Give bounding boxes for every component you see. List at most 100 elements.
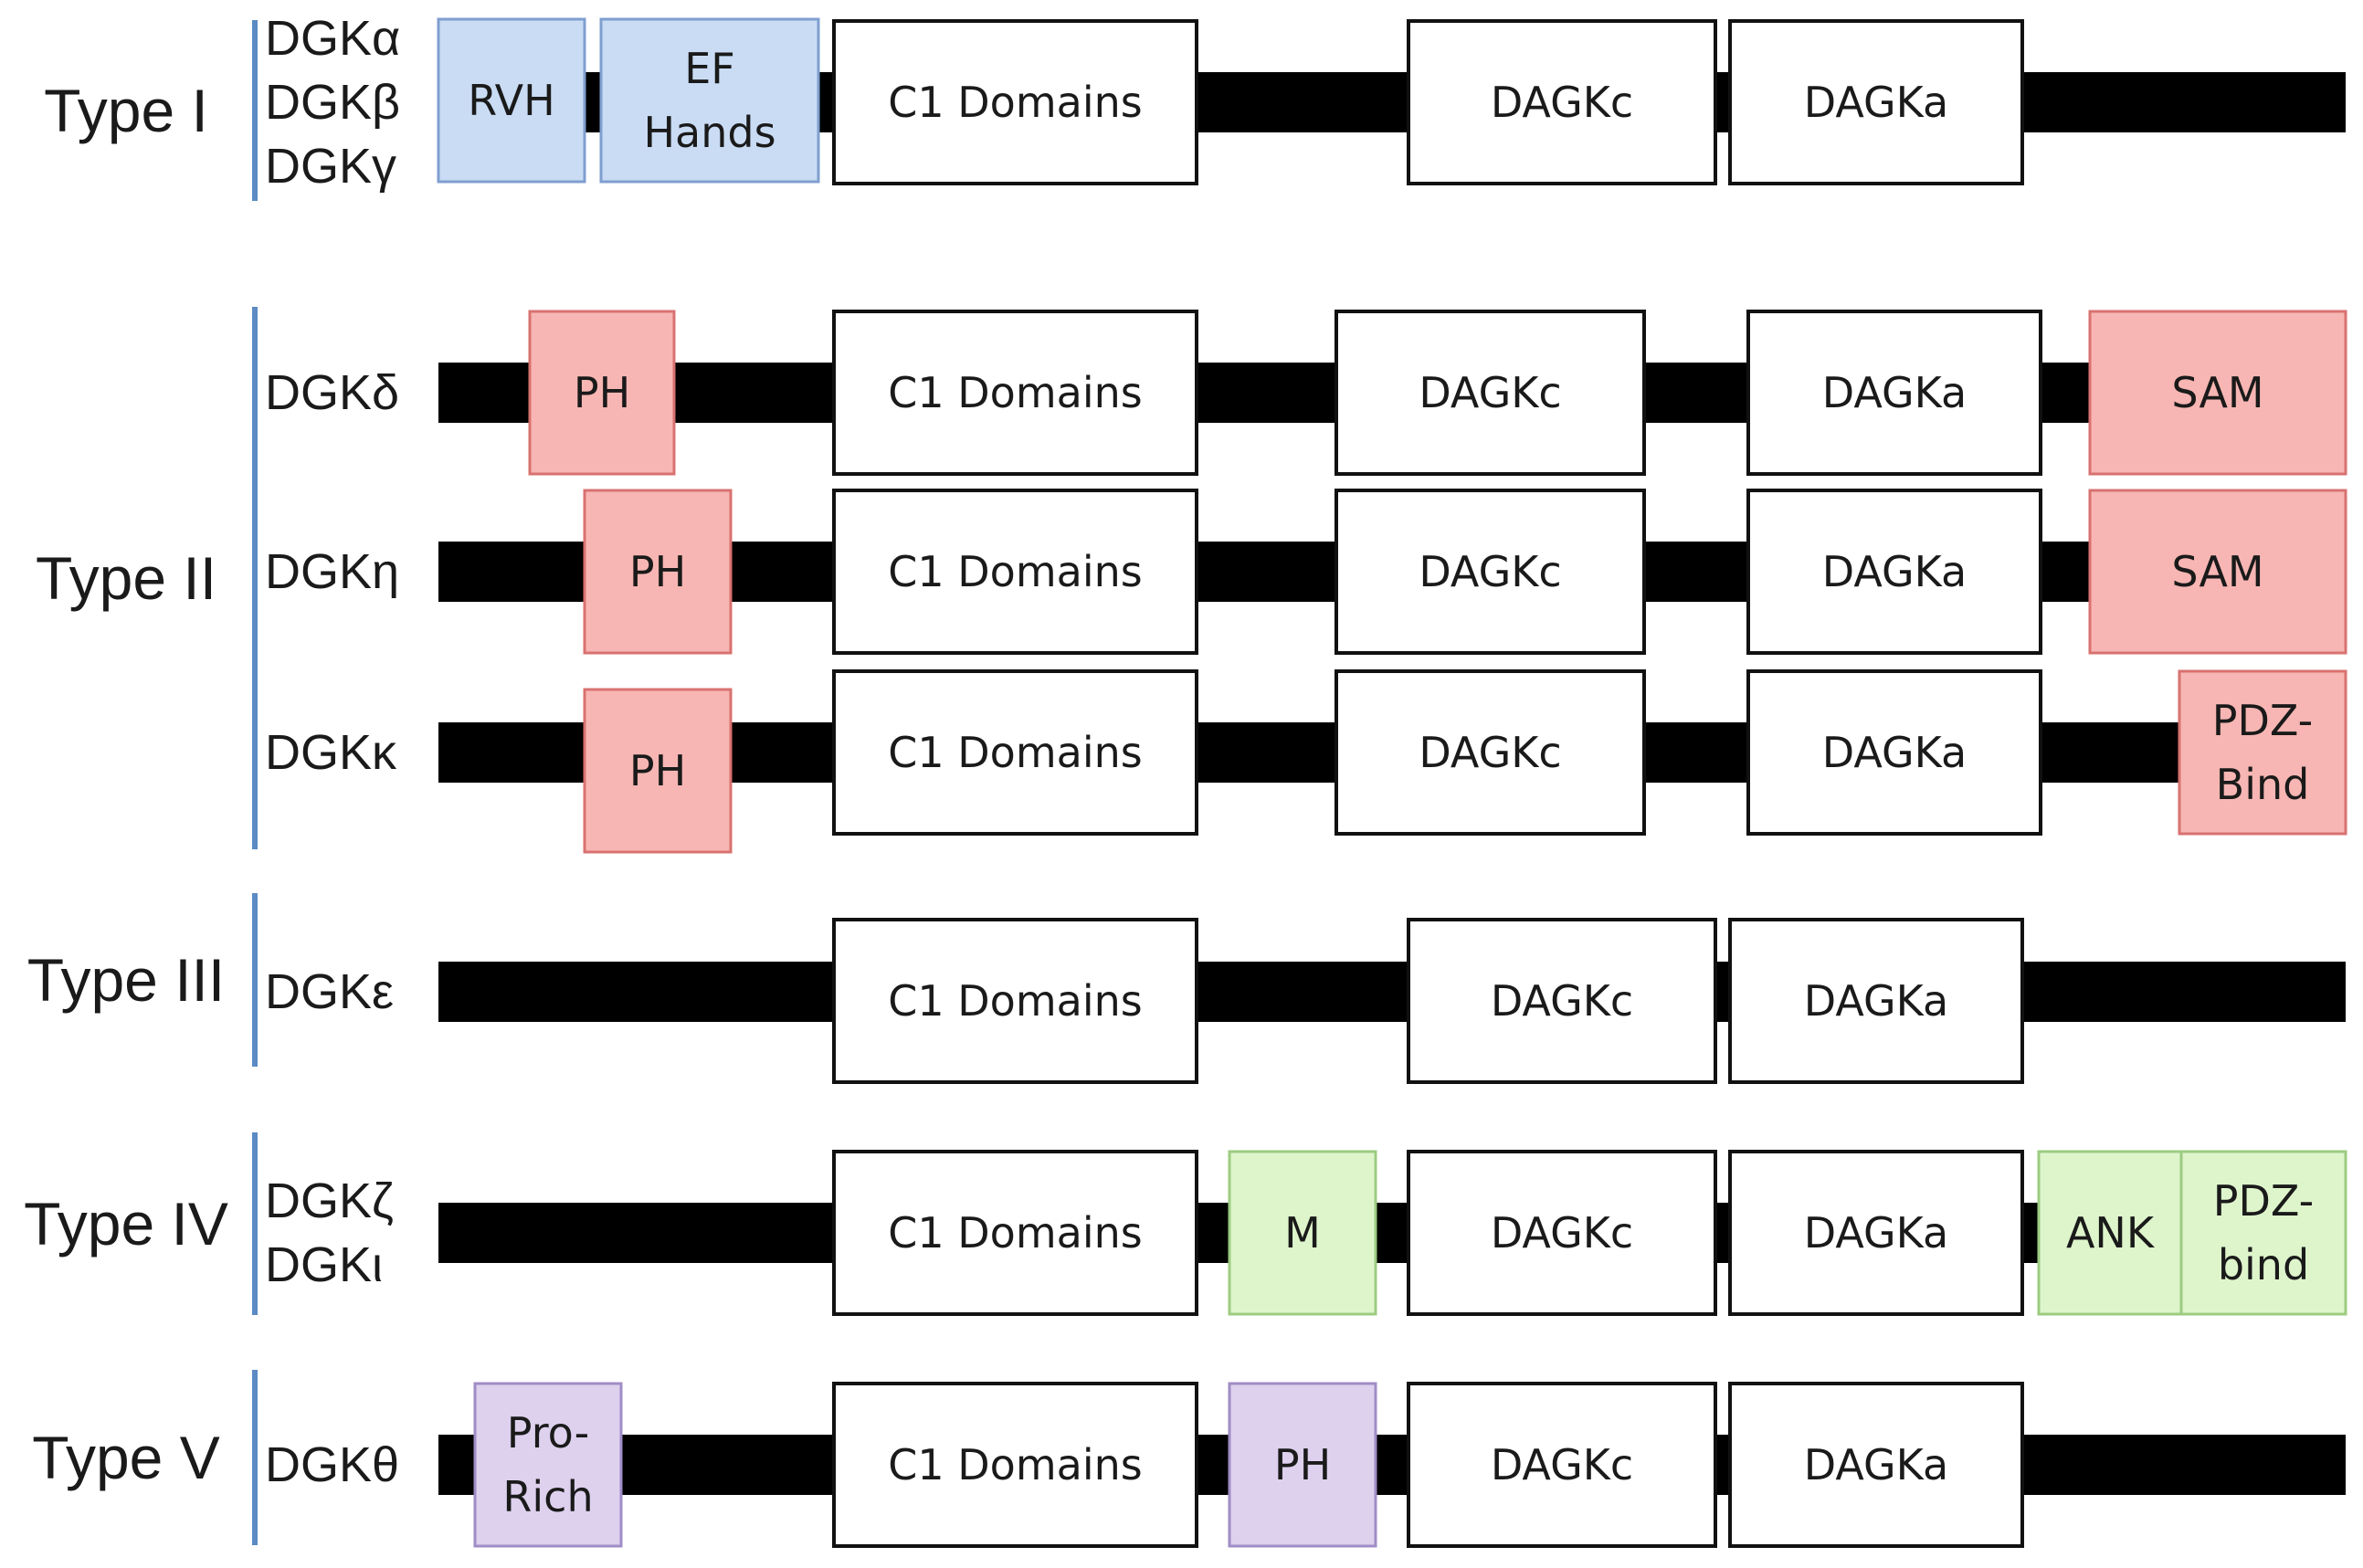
group-divider <box>252 893 258 1067</box>
domain-box <box>1407 918 1717 1084</box>
domain-label: PH <box>1274 1440 1331 1489</box>
domain-box <box>832 1150 1198 1316</box>
domain-box <box>583 688 733 854</box>
domain-label: DAGKa <box>1804 78 1948 127</box>
domain-label: PH <box>629 547 686 596</box>
domain-label: ANK <box>2066 1208 2156 1258</box>
domain-label: Hands <box>643 108 775 157</box>
domain-ph: PH <box>528 310 676 476</box>
domain-dagkc: DAGKc <box>1334 310 1646 476</box>
domain-box <box>528 310 676 476</box>
group-divider <box>252 1132 258 1315</box>
domain-box <box>1728 1382 2024 1548</box>
domain-label: Pro- <box>507 1408 589 1458</box>
domain-rvh: RVH <box>437 17 586 184</box>
type-label: Type I <box>44 77 208 144</box>
domain-c1-domains: C1 Domains <box>832 918 1198 1084</box>
domain-label: DAGKa <box>1822 368 1967 417</box>
domain-label: DAGKa <box>1804 1440 1948 1489</box>
domain-box <box>2088 310 2347 476</box>
domain-c1-domains: C1 Domains <box>832 489 1198 655</box>
type-group-type-iii: Type III DGKε C1 Domains DAGKc DAGKa <box>27 893 2346 1084</box>
protein-row: DGKη PH C1 Domains DAGKc DAGKa SAM <box>265 489 2347 655</box>
domain-pdz-bind: PDZ-bind <box>2179 1150 2347 1316</box>
domain-label: DAGKc <box>1419 728 1561 777</box>
domain-box <box>1728 1150 2024 1316</box>
domain-dagkc: DAGKc <box>1407 1150 1717 1316</box>
protein-backbone <box>438 962 2346 1022</box>
domain-label: C1 Domains <box>888 368 1142 417</box>
domain-label: C1 Domains <box>888 1440 1142 1489</box>
domain-box <box>1334 669 1646 836</box>
domain-box <box>832 489 1198 655</box>
isoform-label: DGKη <box>265 544 399 599</box>
domain-label: EF <box>684 44 735 93</box>
domain-box <box>1728 918 2024 1084</box>
isoform-label: DGKε <box>265 964 394 1019</box>
domain-label: bind <box>2218 1240 2309 1289</box>
domain-box <box>2179 1150 2347 1316</box>
domain-label: DAGKc <box>1491 1208 1633 1258</box>
domain-dagka: DAGKa <box>1746 310 2042 476</box>
domain-label: SAM <box>2171 368 2263 417</box>
type-label: Type IV <box>24 1190 228 1258</box>
domain-box <box>1228 1382 1377 1548</box>
domain-dagka: DAGKa <box>1728 1382 2024 1548</box>
domain-label: PDZ- <box>2212 696 2313 745</box>
domain-box <box>1407 1382 1717 1548</box>
domain-dagka: DAGKa <box>1728 918 2024 1084</box>
domain-dagkc: DAGKc <box>1407 918 1717 1084</box>
domain-box <box>1746 489 2042 655</box>
domain-label: DAGKa <box>1822 547 1967 596</box>
isoform-label: DGKα <box>265 11 400 66</box>
type-label: Type II <box>36 544 216 612</box>
domain-sam: SAM <box>2088 489 2347 655</box>
domain-box <box>2178 669 2347 836</box>
domain-dagka: DAGKa <box>1746 489 2042 655</box>
domain-ef-hands: EF Hands <box>599 17 820 184</box>
domain-label: Rich <box>502 1472 593 1521</box>
domain-box <box>583 489 733 655</box>
domain-box <box>1228 1150 1377 1316</box>
protein-backbone <box>438 1203 2346 1263</box>
isoform-label: DGKι <box>265 1237 383 1292</box>
domain-label: C1 Domains <box>888 547 1142 596</box>
domain-dagkc: DAGKc <box>1407 1382 1717 1548</box>
domain-label: DAGKc <box>1419 547 1561 596</box>
isoform-label: DGKβ <box>265 75 400 130</box>
domain-label: DAGKa <box>1804 976 1948 1026</box>
domain-dagkc: DAGKc <box>1334 669 1646 836</box>
domain-box <box>1334 310 1646 476</box>
domain-c1-domains: C1 Domains <box>832 1150 1198 1316</box>
domain-box <box>437 17 586 184</box>
domain-ph: PH <box>1228 1382 1377 1548</box>
domain-box <box>1746 669 2042 836</box>
domain-label: M <box>1284 1208 1321 1258</box>
domain-box <box>832 310 1198 476</box>
domain-box <box>2088 489 2347 655</box>
domain-label: DAGKa <box>1822 728 1967 777</box>
domain-pro-rich: Pro- Rich <box>473 1382 623 1548</box>
domain-box <box>473 1382 623 1548</box>
isoform-label: DGKκ <box>265 725 397 780</box>
domain-dagkc: DAGKc <box>1334 489 1646 655</box>
domain-box <box>1407 1150 1717 1316</box>
domain-label: PH <box>629 746 686 795</box>
domain-label: DAGKc <box>1419 368 1561 417</box>
type-label: Type III <box>27 946 225 1014</box>
domain-label: PDZ- <box>2213 1176 2314 1226</box>
type-label: Type V <box>32 1424 219 1491</box>
group-divider <box>252 307 258 849</box>
domain-box <box>832 918 1198 1084</box>
group-divider <box>252 20 258 201</box>
domain-label: DAGKc <box>1491 976 1633 1026</box>
domain-ph: PH <box>583 688 733 854</box>
domain-dagkc: DAGKc <box>1407 19 1717 185</box>
domain-pdz-bind: PDZ-Bind <box>2178 669 2347 836</box>
